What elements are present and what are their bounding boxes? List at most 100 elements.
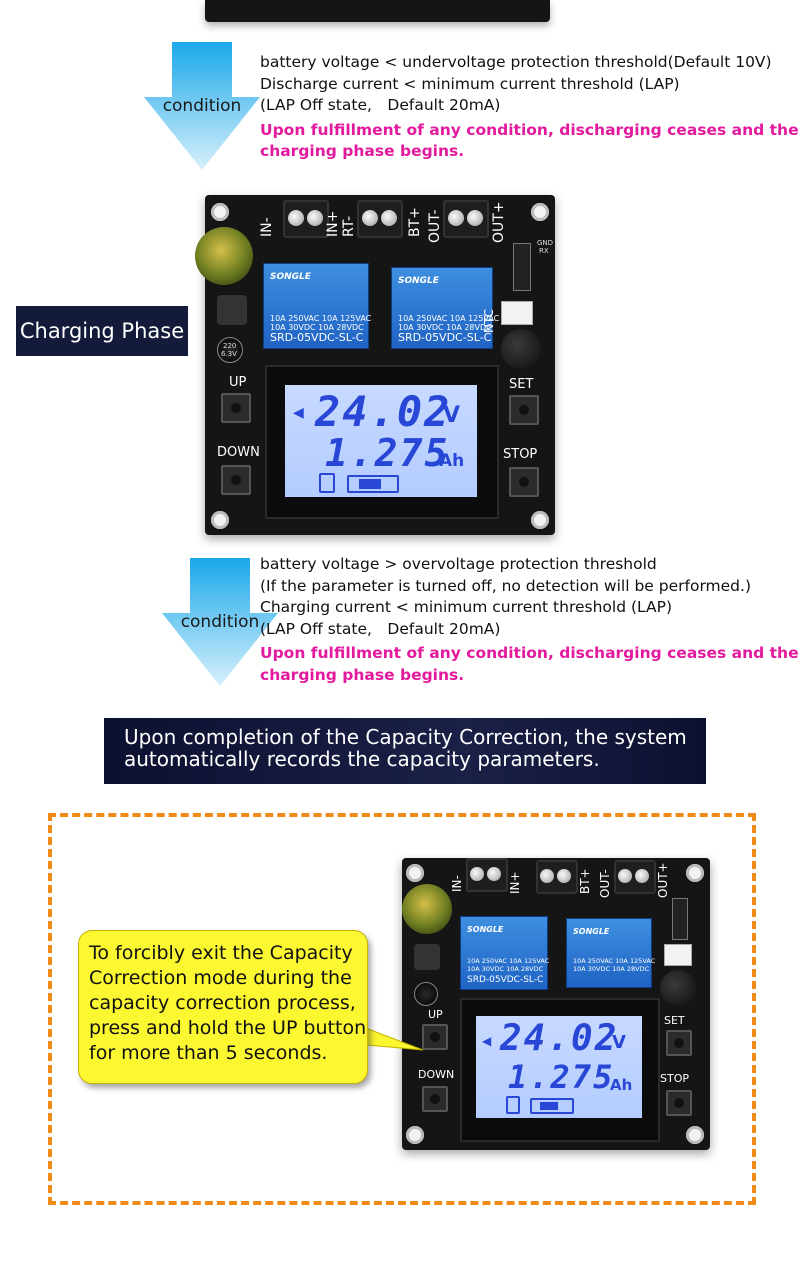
- buzzer: [660, 970, 696, 1006]
- screw-icon: [487, 867, 501, 881]
- ntc-connector: [664, 944, 692, 966]
- battery-level: [359, 479, 381, 489]
- up-button[interactable]: [221, 393, 251, 423]
- condition-line: battery voltage < undervoltage protectio…: [260, 53, 772, 71]
- lcd-voltage-unit: V: [612, 1032, 626, 1053]
- speaker-icon: ◀: [482, 1034, 492, 1048]
- relay-spec: 10A 250VAC 10A 125VAC: [270, 314, 372, 323]
- condition-arrow-1: condition: [142, 42, 262, 172]
- screw-icon: [470, 867, 484, 881]
- terminal-label: OUT+: [656, 862, 670, 898]
- relay-spec: 10A 30VDC 10A 28VDC: [467, 965, 544, 973]
- capacitor: [195, 227, 253, 285]
- buzzer: [501, 329, 541, 369]
- up-label: UP: [229, 375, 247, 390]
- relay-model: SRD-05VDC-SL-C: [398, 331, 492, 344]
- mount-hole: [531, 511, 549, 529]
- lcd-frame: ◀ 24.02 V 1.275 Ah: [265, 365, 499, 519]
- completion-banner: Upon completion of the Capacity Correcti…: [104, 718, 706, 784]
- banner-line: automatically records the capacity param…: [124, 747, 600, 771]
- terminal-label: OUT-: [427, 209, 443, 243]
- callout-line: press and hold the UP button: [89, 1017, 367, 1039]
- mount-hole: [686, 1126, 704, 1144]
- mount-hole: [211, 203, 229, 221]
- header-label: GND: [537, 239, 554, 247]
- lcd-screen: ◀ 24.02 V 1.275 Ah: [476, 1016, 642, 1118]
- relay-spec: 10A 30VDC 10A 28VDC: [573, 965, 650, 973]
- screw-icon: [635, 869, 649, 883]
- callout-line: capacity correction process,: [89, 992, 356, 1014]
- lcd-capacity-unit: Ah: [610, 1076, 633, 1094]
- terminal-label: IN-: [450, 875, 464, 892]
- condition-label: condition: [180, 612, 260, 632]
- ntc-connector: [501, 301, 533, 325]
- mount-hole: [406, 1126, 424, 1144]
- relay-spec: 10A 30VDC 10A 28VDC: [398, 323, 492, 332]
- relay-brand: SONGLE: [398, 276, 439, 286]
- relay-model: SRD-05VDC-SL-C: [270, 331, 364, 344]
- condition-line: Discharge current < minimum current thre…: [260, 74, 680, 93]
- stop-button[interactable]: [666, 1090, 692, 1116]
- mount-hole: [686, 864, 704, 882]
- lcd-capacity-unit: Ah: [439, 451, 465, 471]
- header-label: RX: [539, 247, 549, 255]
- screw-icon: [467, 210, 483, 226]
- mount-hole: [531, 203, 549, 221]
- relay-2: SONGLE 10A 250VAC 10A 125VAC 10A 30VDC 1…: [566, 918, 656, 988]
- terminal-out: [614, 860, 656, 894]
- stop-label: STOP: [660, 1072, 689, 1085]
- relay-brand: SONGLE: [270, 272, 311, 282]
- set-button[interactable]: [666, 1030, 692, 1056]
- screw-icon: [540, 869, 554, 883]
- condition-line: (LAP Off state, Default 20mA): [260, 96, 501, 114]
- screw-icon: [307, 210, 323, 226]
- relay-2: SONGLE 10A 250VAC 10A 125VAC 10A 30VDC 1…: [391, 267, 499, 349]
- condition-line: (LAP Off state, Default 20mA): [260, 619, 501, 638]
- terminal-bt: [357, 200, 403, 238]
- relay-brand: SONGLE: [467, 925, 504, 934]
- highlight-line: Upon fulfillment of any condition, disch…: [260, 120, 799, 139]
- down-button[interactable]: [422, 1086, 448, 1112]
- dashed-frame: [48, 813, 756, 1205]
- battery-icon: [530, 1098, 574, 1114]
- mount-hole: [211, 511, 229, 529]
- relay-spec: 10A 30VDC 10A 28VDC: [270, 323, 364, 332]
- screw-icon: [362, 210, 378, 226]
- condition-line: battery voltage > overvoltage protection…: [260, 555, 657, 573]
- terminal-label: IN-: [259, 217, 275, 237]
- terminal-in: [466, 858, 508, 892]
- down-button[interactable]: [221, 465, 251, 495]
- stop-button[interactable]: [509, 467, 539, 497]
- capacitor: [402, 884, 452, 934]
- screw-icon: [557, 869, 571, 883]
- cap-label: 6.3V: [221, 350, 237, 358]
- small-capacitor: [414, 982, 438, 1006]
- terminal-out: [443, 200, 489, 238]
- set-label: SET: [509, 377, 534, 392]
- terminal-label: BT+: [578, 868, 592, 894]
- highlight-line: charging phase begins.: [260, 142, 465, 160]
- lcd-frame: ◀ 24.02 V 1.275 Ah: [460, 998, 660, 1142]
- relay-spec: 10A 250VAC 10A 125VAC: [467, 957, 550, 965]
- ntc-label: NTC: [482, 309, 496, 333]
- relay-spec: 10A 250VAC 10A 125VAC: [573, 957, 656, 965]
- relay-1: SONGLE 10A 250VAC 10A 125VAC 10A 30VDC 1…: [460, 916, 550, 990]
- charging-phase-tag: Charging Phase: [16, 306, 188, 356]
- charge-icon: [506, 1096, 520, 1114]
- pin-header: [672, 898, 688, 940]
- terminal-in: [283, 200, 329, 238]
- up-button[interactable]: [422, 1024, 448, 1050]
- cap-label: 220: [223, 342, 237, 350]
- lcd-capacity: 1.275: [325, 431, 450, 475]
- callout-line: for more than 5 seconds.: [89, 1042, 328, 1064]
- screw-icon: [448, 210, 464, 226]
- relay-brand: SONGLE: [573, 927, 610, 936]
- small-capacitor: [217, 337, 243, 363]
- callout-line: To forcibly exit the Capacity: [89, 942, 353, 964]
- set-button[interactable]: [509, 395, 539, 425]
- screw-icon: [288, 210, 304, 226]
- condition-line: (If the parameter is turned off, no dete…: [260, 576, 751, 595]
- lcd-voltage: 24.02: [500, 1018, 619, 1059]
- terminal-label: IN+: [325, 210, 341, 237]
- terminal-label: IN+: [508, 871, 522, 894]
